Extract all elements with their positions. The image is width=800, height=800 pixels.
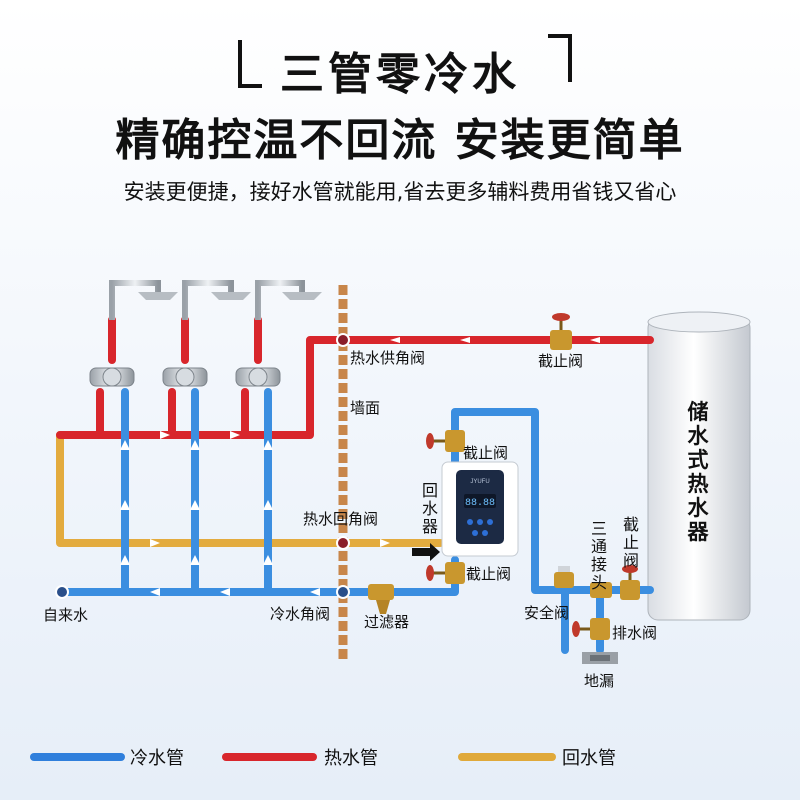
- return-device: [441, 461, 519, 557]
- drain-valve: [572, 618, 610, 640]
- device-display: 88.88: [465, 498, 495, 509]
- shower-2: [162, 280, 251, 387]
- legend-return-label: 回水管: [562, 748, 616, 769]
- label-tee-joint: 三通接头: [590, 519, 607, 592]
- tee-joint: [590, 582, 612, 598]
- label-heater: 储水式热水器: [687, 400, 709, 544]
- shower-3: [235, 280, 322, 387]
- label-cold-valve: 冷水角阀: [270, 605, 331, 623]
- return-arrow-icon: [412, 543, 440, 561]
- water-heater-tank: [647, 311, 751, 621]
- label-filter: 过滤器: [364, 613, 410, 631]
- page-subtitle: 精确控温不回流 安装更简单: [115, 115, 685, 166]
- filter: [368, 584, 394, 614]
- label-return-device: 回水器: [421, 481, 438, 536]
- pump-stop-valve-bottom: [426, 562, 465, 584]
- label-hot-return-valve: 热水回角阀: [303, 510, 379, 528]
- legend-hot-swatch: [222, 753, 317, 761]
- legend-return-swatch: [458, 753, 556, 761]
- stop-valve-top: [550, 313, 572, 350]
- title-bracket-left: [238, 40, 262, 88]
- label-stop-valve-pump-bottom: 截止阀: [466, 565, 512, 583]
- label-stop-valve-pump-top: 截止阀: [463, 444, 509, 462]
- legend-cold-swatch: [30, 753, 125, 761]
- device-brand: JYUFU: [470, 479, 489, 485]
- page-description: 安装更便捷，接好水管就能用,省去更多辅料费用省钱又省心: [123, 180, 677, 204]
- shower-heads: [89, 280, 322, 387]
- label-safety-valve: 安全阀: [524, 604, 570, 622]
- floor-drain: [582, 652, 618, 664]
- legend-hot-label: 热水管: [324, 748, 378, 769]
- pump-stop-valve-top: [426, 430, 465, 452]
- label-drain-valve: 排水阀: [612, 624, 658, 642]
- label-stop-valve-right: 截止阀: [622, 515, 639, 570]
- wall-valves: [55, 333, 350, 599]
- shower-1: [89, 280, 178, 387]
- title-block: 三管零冷水: [0, 28, 800, 100]
- safety-valve: [554, 566, 574, 588]
- legend-hot: 热水管: [222, 740, 392, 770]
- stop-valve-right: [620, 565, 640, 600]
- page-title: 三管零冷水: [280, 49, 520, 100]
- title-bracket-right: [548, 34, 572, 82]
- flow-arrows: [120, 337, 600, 596]
- legend-cold-label: 冷水管: [130, 748, 184, 769]
- label-hot-supply-valve: 热水供角阀: [350, 349, 426, 367]
- legend-cold: 冷水管: [30, 740, 200, 770]
- label-wall: 墙面: [350, 399, 381, 417]
- return-pipe: [56, 431, 444, 547]
- hot-pipes: [56, 316, 654, 439]
- label-stop-valve-top: 截止阀: [538, 352, 584, 370]
- label-tap-water: 自来水: [43, 606, 89, 624]
- legend-return: 回水管: [458, 740, 628, 770]
- label-floor-drain: 地漏: [584, 672, 615, 690]
